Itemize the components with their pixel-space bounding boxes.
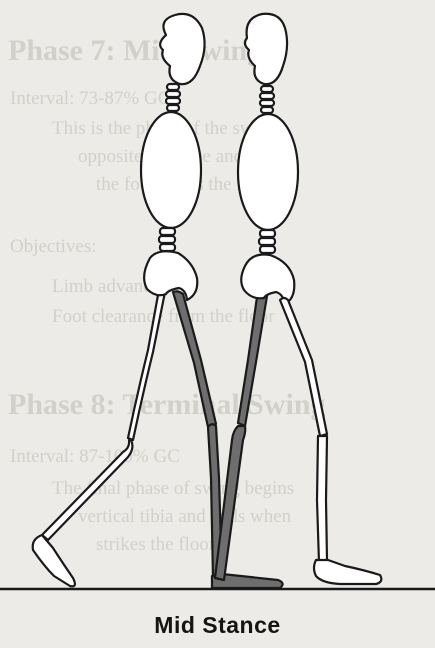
shin-bone <box>42 440 132 540</box>
right-figure-trailing-leg <box>280 298 381 584</box>
foot <box>33 535 75 586</box>
thigh-bone <box>280 298 327 436</box>
left-figure-neck <box>166 84 180 111</box>
right-figure <box>215 14 381 584</box>
left-figure-trailing-leg <box>33 284 166 586</box>
left-figure-torso <box>141 112 201 228</box>
thigh-bone <box>238 288 268 426</box>
right-figure-torso <box>238 114 298 230</box>
right-figure-head <box>245 14 287 84</box>
thigh-bone <box>173 291 216 427</box>
left-figure-head <box>160 14 204 84</box>
shin-bone <box>317 436 327 563</box>
left-figure-lumbar <box>159 228 175 251</box>
left-figure <box>33 14 283 588</box>
left-figure-pelvis <box>144 251 197 300</box>
right-figure-neck <box>260 86 274 113</box>
foot <box>314 560 381 584</box>
thigh-bone <box>128 284 166 440</box>
right-figure-lumbar <box>259 230 275 253</box>
right-figure-stance-leg <box>215 288 268 580</box>
diagram-caption: Mid Stance <box>0 612 435 639</box>
